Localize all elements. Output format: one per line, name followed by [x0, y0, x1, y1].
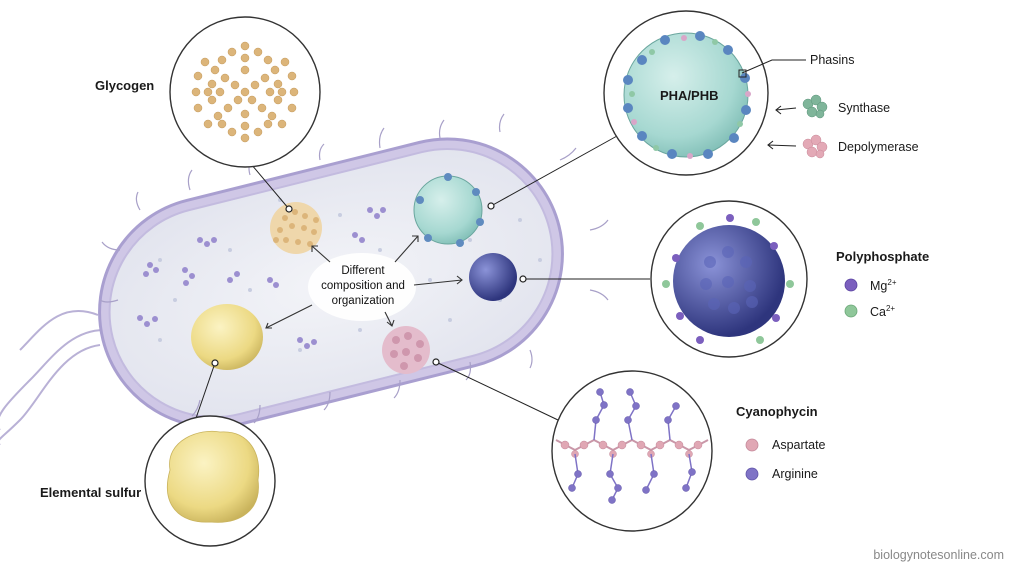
- ca-symbol: Ca: [870, 305, 886, 320]
- synthase-arrow: [775, 105, 797, 115]
- phasins-pointer: [738, 59, 806, 78]
- center-label-background: [308, 253, 416, 321]
- glycogen-granule: [270, 202, 322, 254]
- leader-dots: [211, 202, 527, 367]
- ca-charge: 2+: [885, 304, 896, 313]
- pha-phb-label: PHA/PHB: [660, 88, 719, 103]
- polyphosphate-label: Polyphosphate: [836, 249, 930, 264]
- ca-ion-label: Ca2+: [870, 304, 895, 319]
- synthase-label: Synthase: [838, 101, 891, 115]
- cyanophycin-label: Cyanophycin: [736, 404, 818, 419]
- depolymerase-icon: [802, 134, 828, 159]
- synthase-icon: [802, 94, 828, 119]
- sulfur-zoom: [144, 415, 276, 547]
- pha-granule: [413, 173, 484, 247]
- center-label-line3: organization: [331, 295, 395, 307]
- pha-zoom: [603, 10, 769, 176]
- glycogen-zoom: [169, 16, 321, 168]
- mg-ion-label: Mg2+: [870, 278, 897, 293]
- polyphosphate-zoom: [650, 200, 808, 358]
- phasins-label: Phasins: [810, 53, 855, 67]
- cyanophycin-zoom: [551, 370, 713, 532]
- elemental-sulfur-label: Elemental sulfur: [40, 485, 142, 500]
- aspartate-label: Aspartate: [772, 438, 826, 452]
- leader-lines: [193, 135, 650, 425]
- flagella: [0, 309, 105, 445]
- aspartate-icon: [745, 438, 759, 452]
- center-arrows: [265, 235, 463, 329]
- arginine-label: Arginine: [772, 467, 818, 481]
- ca-ion-icon: [844, 304, 858, 318]
- depolymerase-arrow: [767, 140, 797, 150]
- arginine-icon: [745, 467, 759, 481]
- depolymerase-label: Depolymerase: [838, 140, 919, 154]
- mg-symbol: Mg: [870, 279, 888, 294]
- center-label-line2: composition and: [321, 280, 405, 292]
- polyphosphate-granule: [469, 253, 517, 301]
- cyanophycin-granule: [382, 326, 430, 374]
- center-label-line1: Different: [341, 265, 385, 277]
- small-cyanophycin-clusters: [137, 207, 386, 349]
- center-label: Different composition and organization: [316, 264, 410, 309]
- sulfur-globule: [191, 304, 263, 370]
- glycogen-label: Glycogen: [95, 78, 155, 93]
- mg-ion-icon: [844, 278, 858, 292]
- mg-charge: 2+: [887, 278, 897, 287]
- footer-watermark: biologynotesonline.com: [873, 548, 1004, 562]
